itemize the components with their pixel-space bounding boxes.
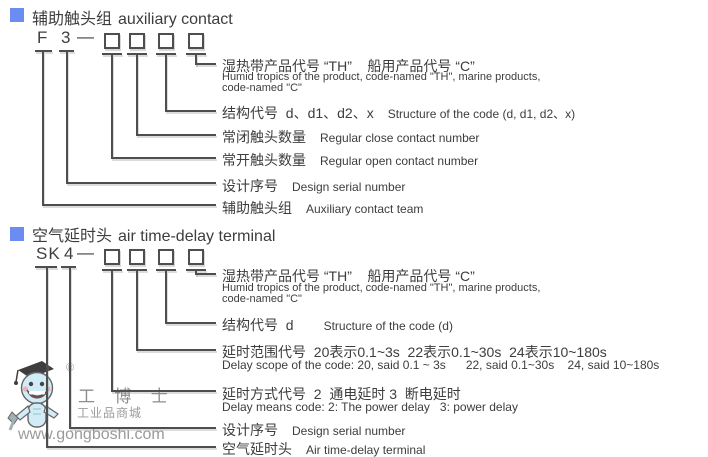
- label2-air-delay-terminal: 空气延时头 Air time-delay terminal: [222, 439, 425, 457]
- section2-title: 空气延时头 air time-delay terminal: [32, 222, 275, 246]
- connector-line: [136, 55, 138, 134]
- label-open-contact-zh: 常开触头数量: [222, 152, 306, 168]
- code2-dash: —: [77, 243, 95, 262]
- section1-bullet-icon: [10, 8, 24, 22]
- code2-prefix: SK: [36, 244, 61, 263]
- watermark: [6, 356, 70, 439]
- connector-line: [136, 349, 216, 351]
- label2-air-delay-terminal-zh: 空气延时头: [222, 441, 292, 457]
- connector-line: [111, 157, 216, 159]
- label-close-contact: 常闭触头数量 Regular close contact number: [222, 127, 479, 147]
- connector-line: [136, 134, 216, 136]
- connector-line: [186, 269, 206, 271]
- section2-bullet-icon: [10, 227, 24, 241]
- connector-line: [102, 269, 122, 271]
- connector-line: [35, 50, 52, 52]
- code2-serial: 4: [64, 244, 75, 263]
- connector-line: [165, 110, 216, 112]
- connector-line: [127, 53, 147, 55]
- label-structure-code-en: Structure of the code (d, d1, d2、x): [387, 107, 576, 121]
- code1-prefix: F: [37, 28, 49, 47]
- label2-delay-scope-zh: 延时范围代号 20表示0.1~3s 22表示0.1~30s 24表示10~180…: [222, 344, 607, 360]
- label2-air-delay-terminal-en: Air time-delay terminal: [306, 443, 426, 457]
- label-open-contact: 常开触头数量 Regular open contact number: [222, 150, 478, 170]
- label2-delay-scope-en: Delay scope of the code: 20, said 0.1 ~ …: [222, 358, 660, 372]
- label2-humid-tropics-zh: 湿热带产品代号 “TH” 船用产品代号 “C”: [222, 268, 475, 284]
- connector-line: [195, 55, 197, 65]
- label2-humid-tropics-en: Humid tropics of the product, code-named…: [222, 282, 541, 294]
- label-humid-tropics-zh: 湿热带产品代号 “TH” 船用产品代号 “C”: [222, 58, 475, 74]
- watermark-subtitle: 工业品商城: [77, 406, 143, 420]
- code2-box-1: [104, 249, 120, 265]
- label-aux-contact-team-en: Auxiliary contact team: [306, 202, 424, 216]
- label2-delay-mode-en: Delay means code: 2: The power delay 3: …: [222, 400, 518, 414]
- connector-line: [195, 273, 216, 275]
- connector-line: [156, 53, 176, 55]
- connector-line: [127, 269, 147, 271]
- label2-structure-code-en: Structure of the code (d): [323, 319, 453, 333]
- connector-line: [42, 204, 216, 206]
- code1-dash: —: [77, 27, 95, 46]
- label2-structure-code: 结构代号 d Structure of the code (d): [222, 315, 453, 335]
- connector-line: [111, 271, 113, 390]
- code2-box-2: [129, 249, 145, 265]
- connector-line: [69, 427, 216, 429]
- connector-line: [61, 266, 76, 268]
- connector-line: [165, 322, 216, 324]
- watermark-brand: 工 博 士: [78, 387, 175, 407]
- label-humid-tropics-en2: code-named "C": [222, 82, 302, 94]
- mascot-icon: [7, 361, 59, 431]
- connector-line: [66, 52, 68, 182]
- section1-title-en: auxiliary contact: [118, 11, 233, 28]
- label-close-contact-en: Regular close contact number: [320, 131, 480, 145]
- label-aux-contact-team: 辅助触头组 Auxiliary contact team: [222, 198, 423, 218]
- connector-line: [186, 53, 206, 55]
- section1-title-zh: 辅助触头组: [32, 11, 113, 28]
- connector-line: [156, 269, 176, 271]
- connector-line: [165, 271, 167, 322]
- code1-box-1: [104, 33, 120, 49]
- connector-line: [136, 271, 138, 349]
- connector-line: [111, 55, 113, 157]
- connector-line: [46, 446, 216, 448]
- code1-box-3: [158, 33, 174, 49]
- connector-line: [102, 53, 122, 55]
- label2-design-serial: 设计序号 Design serial number: [222, 420, 405, 440]
- label-structure-code-zh: 结构代号 d、d1、d2、x: [222, 105, 374, 121]
- section2-title-zh: 空气延时头: [32, 228, 113, 245]
- label-design-serial-1-zh: 设计序号: [222, 178, 278, 194]
- code1-serial: 3: [61, 28, 72, 47]
- connector-line: [195, 63, 216, 65]
- label-design-serial-1: 设计序号 Design serial number: [222, 176, 405, 196]
- connector-line: [59, 50, 74, 52]
- label-design-serial-1-en: Design serial number: [292, 180, 406, 194]
- label2-humid-tropics-en2: code-named "C": [222, 293, 302, 305]
- label-aux-contact-team-zh: 辅助触头组: [222, 200, 292, 216]
- code1-box-2: [129, 33, 145, 49]
- code2-box-3: [158, 249, 174, 265]
- connector-line: [66, 182, 216, 184]
- connector-line: [35, 266, 57, 268]
- connector-line: [165, 55, 167, 110]
- label-close-contact-zh: 常闭触头数量: [222, 129, 306, 145]
- code2-box-4: [188, 249, 204, 265]
- watermark-url: www.gongboshi.com: [18, 426, 165, 443]
- label2-delay-mode-zh: 延时方式代号 2 通电延时 3 断电延时: [222, 386, 461, 402]
- label2-design-serial-en: Design serial number: [292, 424, 406, 438]
- connector-line: [46, 268, 48, 446]
- code1-box-4: [188, 33, 204, 49]
- label2-structure-code-zh: 结构代号 d: [222, 317, 294, 333]
- section1-title: 辅助触头组 auxiliary contact: [32, 5, 233, 29]
- section2-title-en: air time-delay terminal: [118, 228, 276, 245]
- connector-line: [42, 52, 44, 204]
- label-open-contact-en: Regular open contact number: [320, 154, 479, 168]
- label-structure-code: 结构代号 d、d1、d2、x Structure of the code (d, …: [222, 103, 575, 123]
- connector-line: [69, 268, 71, 427]
- label2-design-serial-zh: 设计序号: [222, 422, 278, 438]
- connector-line: [111, 390, 216, 392]
- label-humid-tropics-en: Humid tropics of the product, code-named…: [222, 71, 541, 83]
